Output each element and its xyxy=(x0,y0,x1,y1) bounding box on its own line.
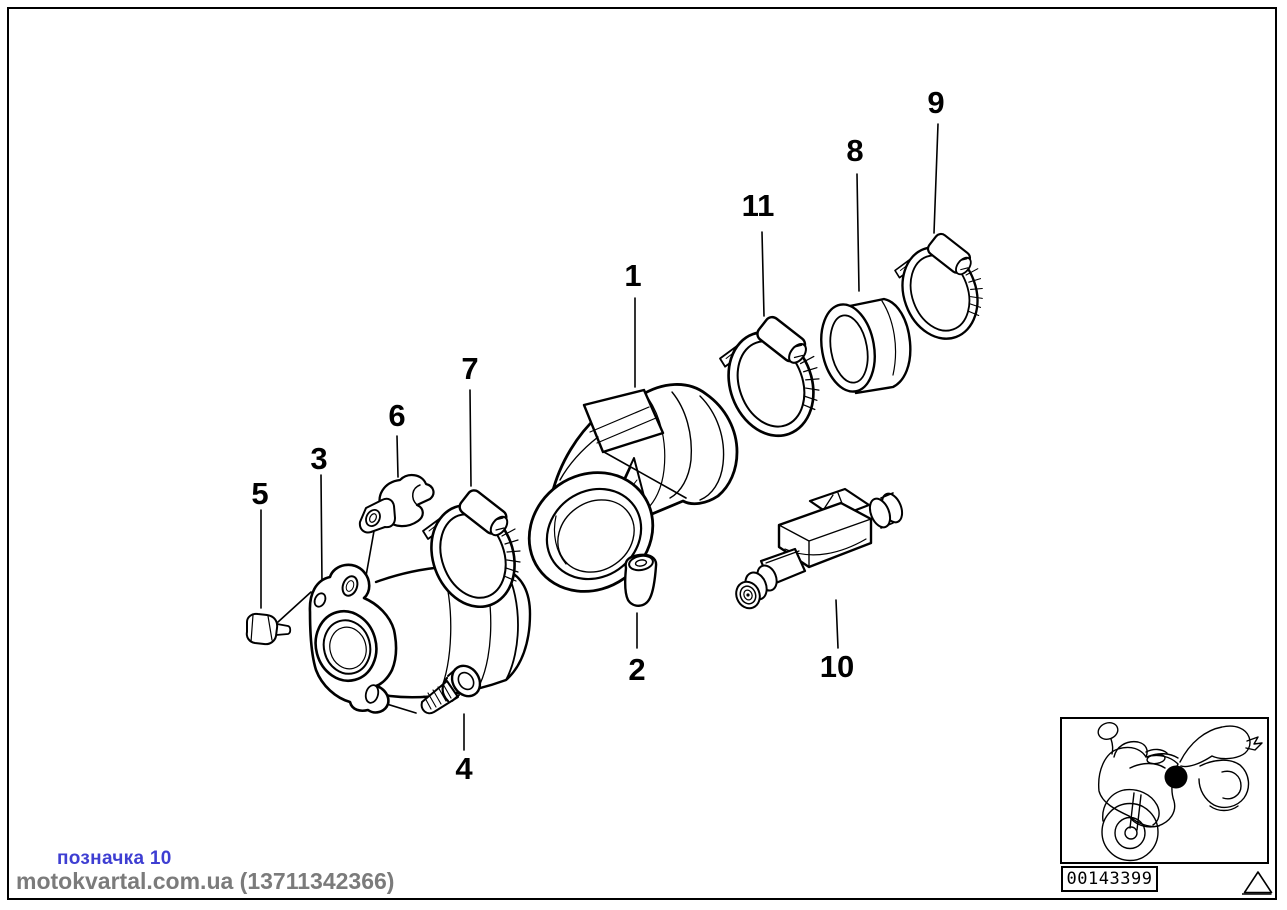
watermark-label: позначка 10 xyxy=(57,848,172,869)
image-code-box: 00143399 xyxy=(1061,866,1158,892)
motorcycle-icon xyxy=(1097,722,1263,862)
part-2-cap xyxy=(623,553,658,607)
callout-9: 9 xyxy=(927,85,945,120)
part-10-fuel-injector xyxy=(735,487,904,610)
motorcycle-thumbnail-box xyxy=(1060,717,1269,864)
part-1-intake-pipe xyxy=(527,383,739,593)
callout-2: 2 xyxy=(628,652,646,687)
callout-10: 10 xyxy=(819,649,855,684)
diagram-border xyxy=(7,7,1277,900)
part-5-hex-bolt xyxy=(245,612,292,646)
warning-triangle-icon xyxy=(1242,871,1273,895)
callout-7: 7 xyxy=(461,351,479,386)
callout-11: 11 xyxy=(741,188,775,223)
callout-6: 6 xyxy=(388,398,406,433)
part-4-socket-screw xyxy=(420,664,482,715)
callout-1: 1 xyxy=(624,258,642,293)
part-8-rubber-sleeve xyxy=(820,297,912,395)
watermark-site: motokvartal.com.ua (13711342366) xyxy=(16,868,395,894)
part-6-clip xyxy=(358,474,435,534)
part-location-dot xyxy=(1164,765,1188,789)
callout-3: 3 xyxy=(310,441,328,476)
part-3-intake-flange xyxy=(308,563,532,714)
callout-4: 4 xyxy=(455,751,473,786)
callout-8: 8 xyxy=(846,133,864,168)
callout-5: 5 xyxy=(251,476,269,511)
leader-lines xyxy=(260,123,939,751)
